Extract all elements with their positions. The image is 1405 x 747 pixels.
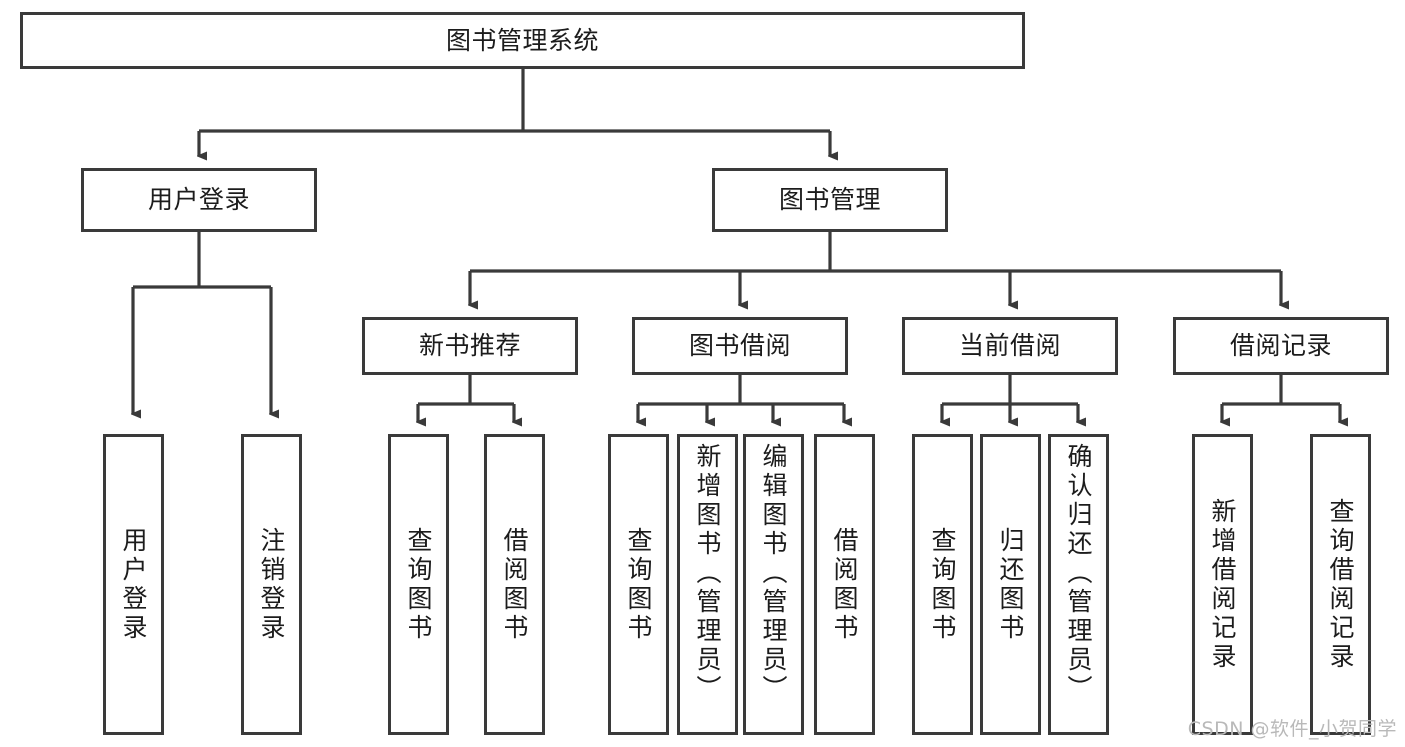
leaf-query-book-2-label: 查询图书: [624, 526, 653, 643]
leaf-edit-book-label: 编辑图书（管理员）: [759, 443, 788, 704]
leaf-logout[interactable]: 注销登录: [241, 434, 302, 735]
leaf-confirm-return-label: 确认归还（管理员）: [1064, 443, 1093, 704]
leaf-query-book-1-label: 查询图书: [404, 526, 433, 643]
leaf-query-book-3[interactable]: 查询图书: [912, 434, 973, 735]
node-book-management[interactable]: 图书管理: [712, 168, 948, 232]
leaf-borrow-book-1-label: 借阅图书: [500, 526, 529, 643]
leaf-add-record-label: 新增借阅记录: [1208, 497, 1237, 672]
node-user-login[interactable]: 用户登录: [81, 168, 317, 232]
node-book-borrow-label: 图书借阅: [688, 331, 791, 361]
leaf-add-book-label: 新增图书（管理员）: [693, 443, 722, 704]
leaf-borrow-book-2-label: 借阅图书: [830, 526, 859, 643]
leaf-return-book[interactable]: 归还图书: [980, 434, 1041, 735]
node-new-book-recommend[interactable]: 新书推荐: [362, 317, 578, 375]
leaf-query-book-3-label: 查询图书: [928, 526, 957, 643]
leaf-borrow-book-1[interactable]: 借阅图书: [484, 434, 545, 735]
leaf-add-record[interactable]: 新增借阅记录: [1192, 434, 1253, 735]
node-root-label: 图书管理系统: [445, 25, 599, 55]
leaf-return-book-label: 归还图书: [996, 526, 1025, 643]
leaf-query-record[interactable]: 查询借阅记录: [1310, 434, 1371, 735]
leaf-logout-label: 注销登录: [257, 526, 286, 643]
leaf-query-book-1[interactable]: 查询图书: [388, 434, 449, 735]
leaf-user-login[interactable]: 用户登录: [103, 434, 164, 735]
node-current-borrow-label: 当前借阅: [958, 331, 1061, 361]
leaf-confirm-return[interactable]: 确认归还（管理员）: [1048, 434, 1109, 735]
node-current-borrow[interactable]: 当前借阅: [902, 317, 1118, 375]
node-user-login-label: 用户登录: [147, 185, 250, 215]
leaf-add-book[interactable]: 新增图书（管理员）: [677, 434, 738, 735]
node-borrow-record-label: 借阅记录: [1229, 331, 1332, 361]
node-new-book-recommend-label: 新书推荐: [418, 331, 521, 361]
node-borrow-record[interactable]: 借阅记录: [1173, 317, 1389, 375]
node-book-borrow[interactable]: 图书借阅: [632, 317, 848, 375]
leaf-edit-book[interactable]: 编辑图书（管理员）: [743, 434, 804, 735]
leaf-borrow-book-2[interactable]: 借阅图书: [814, 434, 875, 735]
leaf-query-record-label: 查询借阅记录: [1326, 497, 1355, 672]
leaf-query-book-2[interactable]: 查询图书: [608, 434, 669, 735]
node-book-management-label: 图书管理: [778, 185, 881, 215]
leaf-user-login-label: 用户登录: [119, 526, 148, 643]
node-root[interactable]: 图书管理系统: [20, 12, 1025, 69]
